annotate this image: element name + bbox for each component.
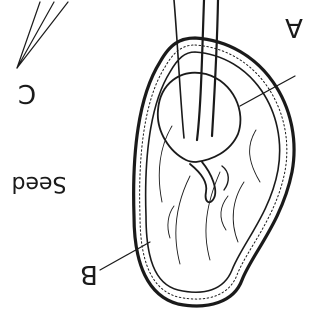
label-b: B bbox=[80, 259, 98, 289]
seed-coat-outer bbox=[134, 38, 294, 306]
seed-coat-shading bbox=[140, 45, 287, 299]
label-c: C bbox=[18, 78, 36, 108]
pointer-lines-c bbox=[17, 2, 68, 68]
seed-stalk bbox=[174, 0, 218, 140]
label-a: A bbox=[285, 12, 303, 42]
plumule bbox=[222, 166, 228, 190]
caption-seed: Seed bbox=[12, 171, 67, 196]
endosperm-texture bbox=[159, 126, 260, 264]
